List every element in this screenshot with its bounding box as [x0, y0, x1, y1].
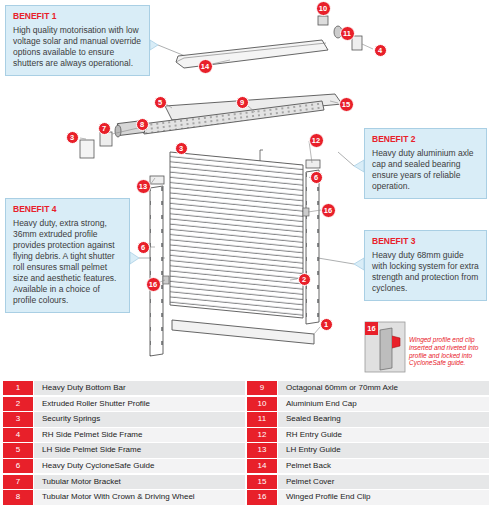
table-part-name: Heavy Duty Bottom Bar	[34, 381, 245, 395]
callout-number: 9	[236, 96, 249, 109]
table-part-name: Pelmet Cover	[278, 475, 489, 489]
table-part-name: LH Entry Guide	[278, 443, 489, 457]
benefit-box: BENEFIT 2 Heavy duty aluminium axle cap a…	[364, 128, 487, 199]
table-number: 9	[247, 381, 277, 395]
benefit-box: BENEFIT 1 High quality motorisation with …	[5, 5, 150, 76]
benefit-text: Heavy duty 68mm guide with locking syste…	[372, 250, 480, 294]
table-part-name: Winged Profile End Clip	[278, 490, 489, 504]
table-part-name: LH Side Pelmet Side Frame	[34, 443, 245, 457]
benefit-box: BENEFIT 4 Heavy duty, extra strong, 36mm …	[5, 198, 130, 313]
table-number: 15	[247, 475, 277, 489]
table-number: 16	[247, 490, 277, 504]
callout-number: 2	[298, 273, 311, 286]
callout-number: 16	[321, 203, 336, 218]
callout-number: 10	[316, 1, 331, 16]
table-number: 7	[3, 475, 33, 489]
table-part-name: RH Side Pelmet Side Frame	[34, 428, 245, 442]
callout-number: 3	[175, 142, 188, 155]
benefit-heading: BENEFIT 4	[13, 204, 123, 214]
table-number: 3	[3, 412, 33, 426]
benefit-text: High quality motorisation with low volta…	[13, 25, 143, 69]
callout-number: 15	[339, 97, 354, 112]
callout-number: 11	[340, 26, 355, 41]
benefit-heading: BENEFIT 1	[13, 11, 143, 21]
benefit-heading: BENEFIT 3	[372, 236, 480, 246]
callout-number: 14	[198, 59, 213, 74]
callout-number: 3	[66, 131, 79, 144]
table-part-name: Aluminium End Cap	[278, 397, 489, 411]
table-part-name: Pelmet Back	[278, 459, 489, 473]
callout-number: 8	[136, 118, 149, 131]
table-number: 10	[247, 397, 277, 411]
table-part-name: Octagonal 60mm or 70mm Axle	[278, 381, 489, 395]
callout-number: 12	[309, 133, 324, 148]
callout-number: 13	[136, 179, 151, 194]
table-part-name: Tubular Motor Bracket	[34, 475, 245, 489]
callout-number: 1	[320, 318, 333, 331]
table-number: 1	[3, 381, 33, 395]
table-part-name: Security Springs	[34, 412, 245, 426]
table-number: 6	[3, 459, 33, 473]
callout-number: 6	[310, 171, 323, 184]
table-number: 5	[3, 443, 33, 457]
callout-number: 7	[98, 122, 111, 135]
inset-caption: Winged profile end clip inserted and riv…	[409, 336, 489, 367]
table-part-name: Tubular Motor With Crown & Driving Wheel	[34, 490, 245, 504]
table-number: 8	[3, 490, 33, 504]
table-number: 2	[3, 397, 33, 411]
table-number: 14	[247, 459, 277, 473]
table-number: 13	[247, 443, 277, 457]
table-part-name: Heavy Duty CycloneSafe Guide	[34, 459, 245, 473]
table-part-name: RH Entry Guide	[278, 428, 489, 442]
callout-number: 4	[374, 44, 387, 57]
callout-number: 16	[365, 322, 378, 335]
table-number: 4	[3, 428, 33, 442]
table-part-name: Extruded Roller Shutter Profile	[34, 397, 245, 411]
table-number: 12	[247, 428, 277, 442]
benefit-heading: BENEFIT 2	[372, 134, 480, 144]
table-part-name: Sealed Bearing	[278, 412, 489, 426]
benefit-box: BENEFIT 3 Heavy duty 68mm guide with lock…	[364, 230, 487, 301]
callout-number: 16	[146, 277, 161, 292]
callout-number: 5	[154, 96, 167, 109]
callout-number: 6	[137, 241, 150, 254]
table-number: 11	[247, 412, 277, 426]
benefit-text: Heavy duty, extra strong, 36mm extruded …	[13, 218, 123, 306]
benefit-text: Heavy duty aluminium axle cap and sealed…	[372, 148, 480, 192]
